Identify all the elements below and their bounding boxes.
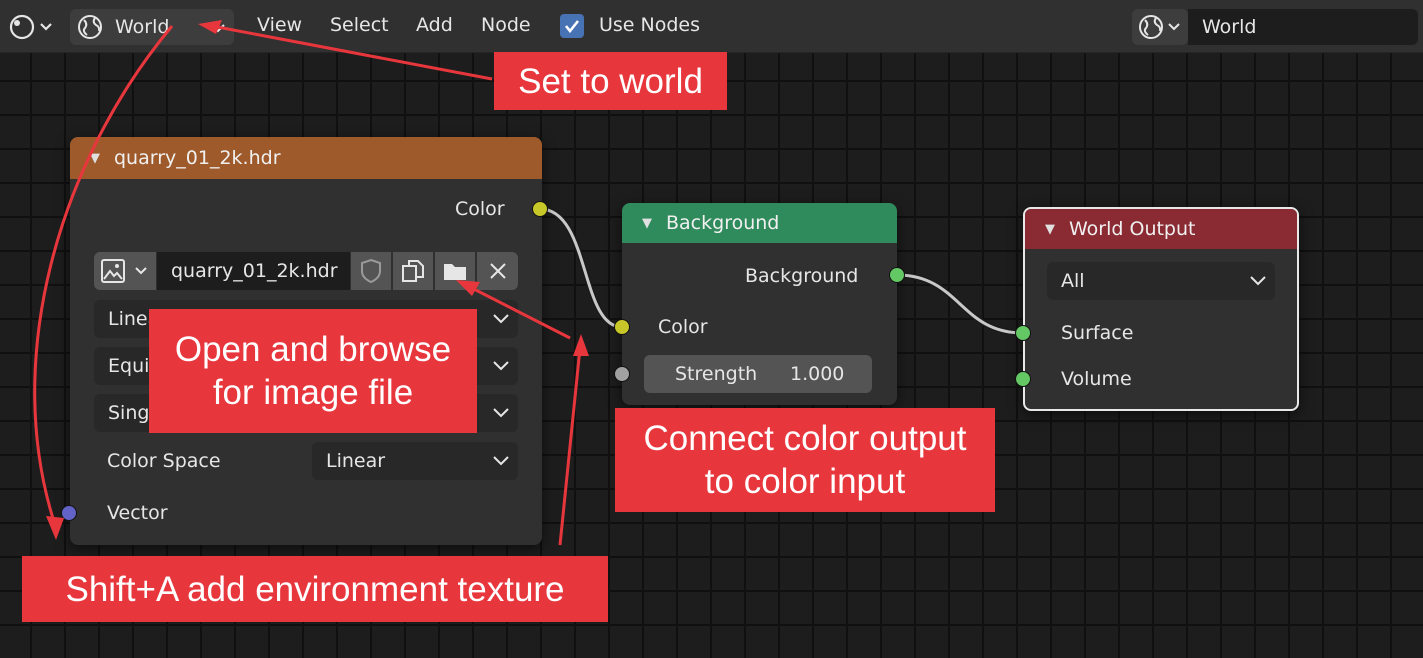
volume-input-label: Volume <box>1061 368 1132 390</box>
chevron-down-icon <box>135 267 147 275</box>
folder-icon <box>444 264 466 280</box>
chevron-down-icon <box>493 408 509 418</box>
annotation-connect-line1: Connect color output <box>643 419 967 458</box>
menu-view[interactable]: View <box>257 14 303 36</box>
chevron-down-icon <box>40 23 52 31</box>
world-output-title: World Output <box>1069 218 1196 240</box>
vector-input-label: Vector <box>107 502 168 524</box>
arrowhead-world <box>198 20 222 34</box>
annotation-connect: Connect color output to color input <box>615 408 995 512</box>
strength-input-socket[interactable] <box>614 366 630 382</box>
duplicate-icon <box>402 260 424 282</box>
background-color-input-label: Color <box>658 316 708 338</box>
target-dropdown[interactable]: All <box>1047 262 1275 300</box>
image-name-field[interactable]: quarry_01_2k.hdr <box>157 252 350 290</box>
env-node-title: quarry_01_2k.hdr <box>114 147 281 169</box>
chevron-down-icon <box>1168 23 1180 31</box>
world-name-value: World <box>1202 16 1257 38</box>
world-globe-icon <box>1139 15 1180 39</box>
node-editor-header: World View Select Add Node Use Nodes Wor… <box>0 0 1423 53</box>
surface-input-socket[interactable] <box>1015 325 1031 341</box>
chevron-down-icon <box>493 456 509 466</box>
collapse-icon[interactable]: ▼ <box>90 150 100 166</box>
strength-value: 1.000 <box>790 363 845 385</box>
unlink-image-button[interactable] <box>477 252 518 290</box>
arrow-to-world-dropdown <box>211 24 493 81</box>
world-output-header[interactable]: ▼ World Output <box>1025 209 1297 249</box>
checkmark-icon <box>564 20 580 34</box>
arrowhead-up <box>573 334 589 356</box>
volume-input-socket[interactable] <box>1015 371 1031 387</box>
annotation-open-browse-line2: for image file <box>212 373 414 412</box>
background-link <box>896 273 1024 335</box>
annotation-shift-a: Shift+A add environment texture <box>22 556 608 622</box>
duplicate-image-button[interactable] <box>393 252 433 290</box>
use-nodes-label: Use Nodes <box>599 14 701 36</box>
image-icon <box>101 259 147 283</box>
close-icon <box>489 263 506 279</box>
env-color-output-socket[interactable] <box>532 201 548 217</box>
arrowhead-folder <box>456 280 480 296</box>
world-name-field[interactable]: World <box>1188 9 1418 45</box>
collapse-icon[interactable]: ▼ <box>642 215 652 231</box>
source-value: Sing <box>108 402 150 424</box>
arrowhead-vector <box>46 516 64 540</box>
editor-type-dropdown[interactable] <box>4 9 58 45</box>
background-output-socket[interactable] <box>889 267 905 283</box>
target-value: All <box>1061 270 1085 292</box>
arrow-up-to-image-row <box>558 347 582 546</box>
color-space-dropdown[interactable]: Linear <box>312 442 518 480</box>
use-nodes-checkbox[interactable] <box>560 14 584 38</box>
arrow-to-folder-button <box>467 284 571 340</box>
world-output-node[interactable]: ▼ World Output <box>1023 207 1299 411</box>
background-node-header[interactable]: ▼ Background <box>622 203 897 243</box>
collapse-icon[interactable]: ▼ <box>1045 221 1055 237</box>
env-color-output-label: Color <box>455 198 505 220</box>
annotation-open-browse-line1: Open and browse <box>174 330 452 369</box>
color-space-value: Linear <box>326 450 386 472</box>
vector-input-socket[interactable] <box>61 505 77 521</box>
menu-node[interactable]: Node <box>481 14 531 36</box>
annotation-connect-line2: to color input <box>704 462 906 501</box>
strength-label: Strength <box>675 363 758 385</box>
chevron-down-icon <box>1250 276 1266 286</box>
shield-icon <box>361 258 381 284</box>
world-browse-dropdown[interactable] <box>1132 9 1188 45</box>
background-color-input-socket[interactable] <box>614 319 630 335</box>
strength-field[interactable]: Strength 1.000 <box>644 355 872 393</box>
annotation-shift-a-text: Shift+A add environment texture <box>65 569 565 609</box>
arrow-to-vector-socket <box>33 25 174 529</box>
env-node-header[interactable]: ▼ quarry_01_2k.hdr <box>70 137 542 179</box>
annotation-open-browse: Open and browse for image file <box>149 309 477 433</box>
world-globe-icon <box>78 15 102 39</box>
shader-type-label: World <box>115 16 170 38</box>
annotation-set-world: Set to world <box>494 52 727 110</box>
menu-add[interactable]: Add <box>416 14 453 36</box>
node-editor-icon <box>9 14 52 40</box>
interpolation-value: Linea <box>108 308 160 330</box>
color-space-label: Color Space <box>107 450 221 472</box>
shader-type-dropdown[interactable]: World <box>70 9 234 45</box>
background-node-title: Background <box>666 212 780 234</box>
chevron-down-icon <box>493 314 509 324</box>
image-browse-dropdown[interactable] <box>94 252 156 290</box>
chevron-down-icon <box>493 361 509 371</box>
menu-select[interactable]: Select <box>330 14 389 36</box>
background-output-label: Background <box>745 265 859 287</box>
annotation-set-world-text: Set to world <box>518 61 703 101</box>
projection-value: Equi <box>108 355 150 377</box>
fake-user-button[interactable] <box>351 252 391 290</box>
surface-input-label: Surface <box>1061 322 1134 344</box>
color-link <box>539 207 623 329</box>
image-name-value: quarry_01_2k.hdr <box>171 260 338 282</box>
